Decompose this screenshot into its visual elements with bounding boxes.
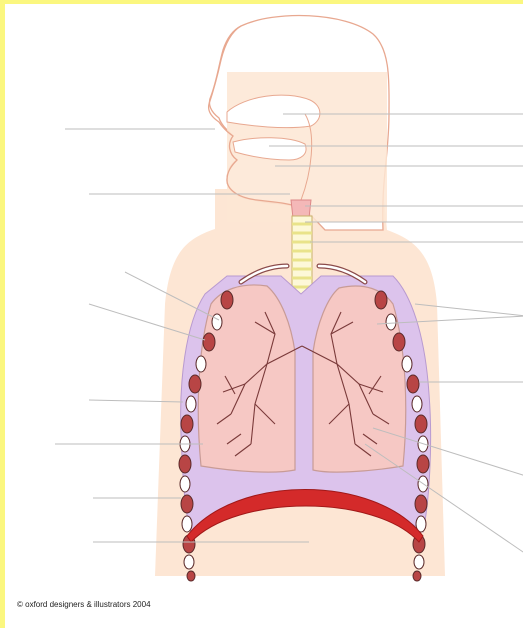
copyright-text: © oxford designers & illustrators 2004 xyxy=(17,600,151,609)
larynx xyxy=(291,200,311,218)
respiratory-system-diagram xyxy=(5,4,523,632)
left-lung-image-left xyxy=(198,285,295,472)
